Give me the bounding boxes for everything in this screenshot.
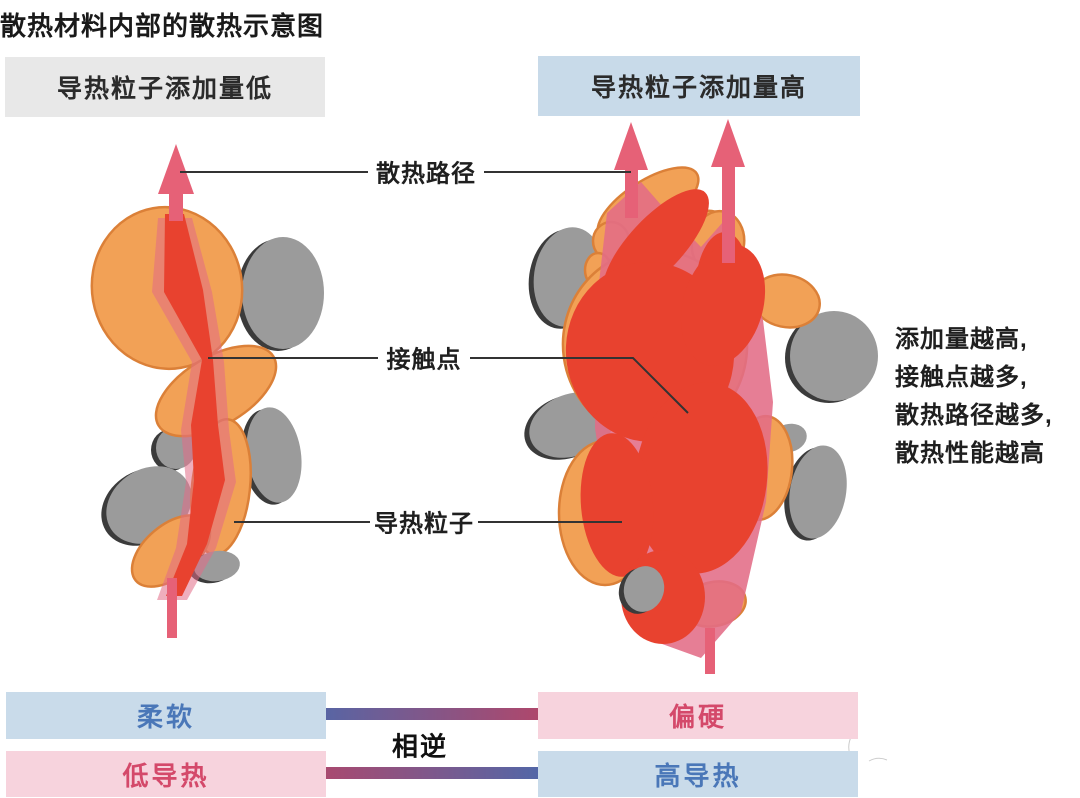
header-low-additive-label: 导热粒子添加量低: [56, 75, 273, 103]
gray-particle: [789, 445, 847, 539]
leader-lines: [180, 171, 689, 523]
header-high-additive-label: 导热粒子添加量高: [590, 74, 807, 102]
footer-soft-box: 柔软: [6, 692, 326, 739]
callout-contact-point: 接触点: [386, 346, 462, 374]
footer-high-conductivity-box: 高导热: [538, 751, 858, 797]
arrow-shaft: [625, 166, 638, 218]
gray-particle: [246, 407, 302, 503]
heat-line-bottom: [705, 628, 715, 674]
side-note: 添加量越高, 接触点越多, 散热路径越多, 散热性能越高: [895, 321, 1053, 473]
footer-soft-label: 柔软: [136, 702, 195, 732]
heat-paths-red: [565, 189, 768, 644]
side-note-line: 散热性能越高: [895, 440, 1045, 467]
heat-up-arrow-icon: [614, 119, 745, 263]
header-high-additive-box: 导热粒子添加量高: [538, 56, 860, 116]
gray-particle: [242, 237, 324, 349]
side-note-line: 接触点越多,: [895, 364, 1028, 391]
left-material-cluster: [90, 144, 324, 638]
footer-hard-box: 偏硬: [538, 692, 858, 739]
heat-blob: [580, 433, 654, 577]
footer-hard-label: 偏硬: [668, 702, 727, 732]
heat-blob: [634, 382, 768, 574]
heat-blob: [680, 244, 766, 366]
side-note-line: 添加量越高,: [895, 326, 1028, 353]
arrow-head: [614, 122, 648, 170]
footer-low-conductivity-label: 低导热: [122, 760, 210, 791]
relation-label: 相逆: [391, 731, 449, 762]
callout-particle: 导热粒子: [374, 510, 474, 538]
gray-particle: [790, 311, 878, 401]
arrow-head: [711, 119, 745, 167]
gray-particle: [623, 566, 665, 612]
side-note-line: 散热路径越多,: [895, 402, 1053, 429]
heat-up-arrow-icon: [158, 144, 194, 221]
callout-heat-path: 散热路径: [376, 160, 476, 188]
artifact-mark: [868, 757, 888, 762]
arrow-head: [158, 144, 194, 194]
leader-line-contact-right: [470, 357, 689, 414]
arrow-shaft: [722, 163, 735, 263]
softness-double-arrow: [258, 696, 592, 732]
heat-line-bottom: [167, 578, 177, 638]
right-material-cluster: [524, 119, 878, 674]
footer-low-conductivity-box: 低导热: [6, 751, 326, 797]
header-low-additive-box: 导热粒子添加量低: [5, 57, 325, 117]
arrow-shaft: [169, 189, 183, 221]
page-title: 散热材料内部的散热示意图: [0, 11, 325, 41]
conductivity-double-arrow: [258, 755, 592, 791]
footer-high-conductivity-label: 高导热: [654, 760, 742, 791]
heat-path-red: [164, 214, 225, 596]
